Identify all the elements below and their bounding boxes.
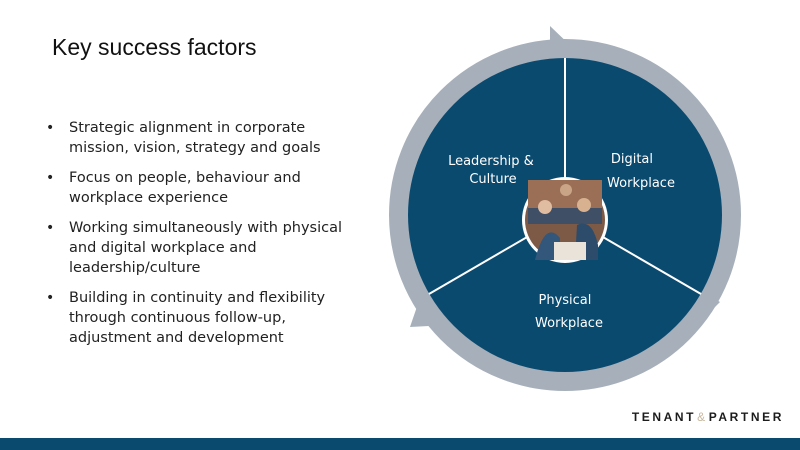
segment-label-line: Physical (538, 293, 591, 308)
segment-label-digital: Digital Workplace (607, 152, 675, 191)
bullet-item: • Working simultaneously with physical a… (46, 218, 366, 278)
brand-logo: TENANT&PARTNER (632, 410, 784, 424)
bullet-icon: • (46, 220, 55, 236)
brand-ampersand: & (697, 410, 708, 424)
bullet-list: • Strategic alignment in corporate missi… (46, 118, 366, 358)
bullet-text: Building in continuity and flexibility t… (69, 290, 326, 346)
brand-name-part: PARTNER (708, 410, 784, 424)
bullet-item: • Building in continuity and flexibility… (46, 288, 366, 348)
segment-label-line: Workplace (535, 316, 603, 331)
bullet-item: • Focus on people, behaviour and workpla… (46, 168, 366, 208)
slide-title: Key success factors (52, 34, 257, 60)
bullet-icon: • (46, 290, 55, 306)
bullet-text: Focus on people, behaviour and workplace… (69, 170, 301, 206)
bullet-text: Strategic alignment in corporate mission… (69, 120, 321, 156)
arrow-head-icon (410, 292, 448, 327)
bullet-text: Working simultaneously with physical and… (69, 220, 343, 276)
footer-bar (0, 438, 800, 450)
segment-label-line: Leadership & (448, 154, 534, 169)
cycle-diagram: Leadership & Culture Digital Workplace P… (389, 26, 741, 391)
segment-label-physical: Physical Workplace (535, 293, 603, 331)
bullet-icon: • (46, 170, 55, 186)
segment-label-line: Workplace (607, 176, 675, 191)
segment-label-leadership: Leadership & Culture (448, 154, 538, 187)
bullet-icon: • (46, 120, 55, 136)
segment-label-line: Culture (469, 172, 516, 187)
team-photo-icon (522, 177, 608, 263)
brand-name-part: TENANT (631, 410, 697, 424)
bullet-item: • Strategic alignment in corporate missi… (46, 118, 366, 158)
segment-label-line: Digital (611, 152, 653, 167)
